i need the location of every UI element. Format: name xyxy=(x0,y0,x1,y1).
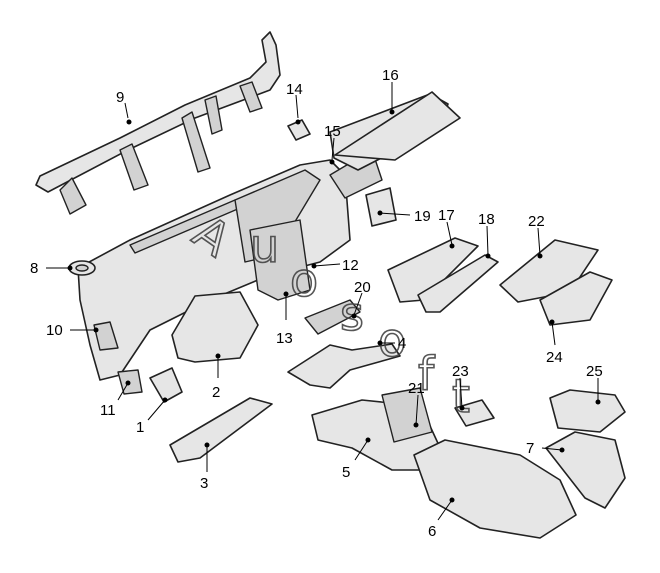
side-trim-upper xyxy=(93,321,119,351)
callout-18: 18 xyxy=(478,211,495,228)
airbag-module xyxy=(539,271,613,326)
callout-22: 22 xyxy=(528,213,545,230)
callout-1: 1 xyxy=(136,419,144,436)
callout-24: 24 xyxy=(546,349,563,366)
callout-14: 14 xyxy=(286,81,303,98)
callout-4: 4 xyxy=(398,335,406,352)
speaker xyxy=(68,260,96,276)
center-stack xyxy=(249,219,311,301)
svg-text:u: u xyxy=(250,219,279,273)
leader-lines xyxy=(46,82,601,521)
svg-text:o: o xyxy=(290,253,318,307)
callout-20: 20 xyxy=(354,279,371,296)
callout-11: 11 xyxy=(100,402,116,419)
callout-16: 16 xyxy=(382,67,399,84)
callout-6: 6 xyxy=(428,523,436,540)
callout-23: 23 xyxy=(452,363,469,380)
glove-box-door xyxy=(387,237,479,303)
cross-car-beam xyxy=(35,31,281,215)
callout-labels: 9 14 16 15 19 17 18 22 8 12 20 13 10 4 2… xyxy=(30,67,603,540)
top-pad xyxy=(334,91,461,161)
right-vent xyxy=(365,187,397,227)
callout-7: 7 xyxy=(526,440,534,457)
instrument-cluster xyxy=(171,291,259,363)
callout-25: 25 xyxy=(586,363,603,380)
heater-control xyxy=(304,299,361,335)
svg-text:o: o xyxy=(378,313,406,367)
callout-21: 21 xyxy=(408,380,425,397)
floor-console xyxy=(413,439,577,539)
callout-19: 19 xyxy=(414,208,431,225)
callout-15: 15 xyxy=(324,123,341,140)
armrest-lid xyxy=(549,389,626,433)
callout-12: 12 xyxy=(342,257,359,274)
callout-17: 17 xyxy=(438,207,455,224)
small-tray xyxy=(454,399,495,427)
callout-5: 5 xyxy=(342,464,350,481)
svg-text:s: s xyxy=(340,287,364,341)
side-vent xyxy=(149,367,183,403)
glove-box-bin xyxy=(417,254,499,313)
lower-bracket xyxy=(287,343,401,389)
switch-panel-trim xyxy=(169,397,273,463)
callout-3: 3 xyxy=(200,475,208,492)
console-panel xyxy=(381,387,433,443)
callout-9: 9 xyxy=(116,89,124,106)
callout-10: 10 xyxy=(46,322,63,339)
callout-2: 2 xyxy=(212,384,220,401)
callout-13: 13 xyxy=(276,330,293,347)
armrest-base xyxy=(545,431,626,509)
callout-8: 8 xyxy=(30,260,38,277)
svg-text:f: f xyxy=(418,347,436,401)
